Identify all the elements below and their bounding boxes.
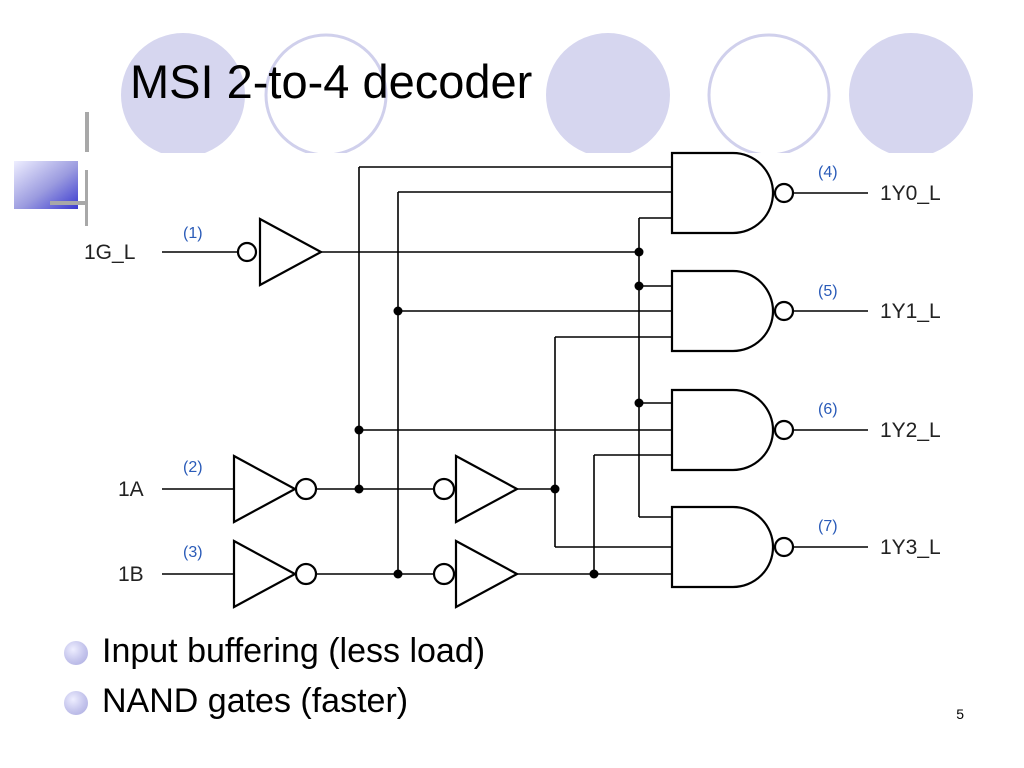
junction-dots — [354, 247, 644, 579]
inverter-1a-second — [432, 454, 520, 524]
inverter-1b-second — [432, 539, 520, 609]
output-label-y2: 1Y2_L — [880, 419, 941, 442]
output-label-y0: 1Y0_L — [880, 182, 941, 205]
pin-number-2: (2) — [183, 459, 203, 476]
bullet-list: Input buffering (less load) NAND gates (… — [62, 628, 485, 728]
junction-dot — [393, 569, 403, 579]
input-label-1a: 1A — [118, 478, 144, 501]
junction-dot — [354, 484, 364, 494]
junction-dot — [550, 484, 560, 494]
page-number: 5 — [956, 706, 964, 722]
nand-gates — [670, 151, 795, 589]
bullet-dot-icon — [64, 641, 88, 665]
junction-dot — [354, 425, 364, 435]
pin-number-7: (7) — [818, 518, 838, 535]
output-label-y1: 1Y1_L — [880, 300, 941, 323]
nand-gate-y3 — [670, 505, 795, 589]
pin-number-5: (5) — [818, 283, 838, 300]
bullet-item: Input buffering (less load) — [62, 628, 485, 678]
nand-gate-y0 — [670, 151, 795, 235]
inverter-1b-first — [232, 539, 318, 609]
nand-gate-y2 — [670, 388, 795, 472]
junction-dot — [634, 247, 644, 257]
bullet-item: NAND gates (faster) — [62, 678, 485, 728]
input-label-1b: 1B — [118, 563, 144, 586]
deco-horizontal-bar — [50, 201, 86, 205]
inverter-gates — [232, 217, 520, 609]
wires — [162, 166, 868, 575]
junction-dot — [393, 306, 403, 316]
deco-circle-outline — [707, 33, 831, 153]
output-labels: (4) 1Y0_L (5) 1Y1_L (6) 1Y2_L (7) 1Y3_L — [818, 164, 941, 559]
pin-number-4: (4) — [818, 164, 838, 181]
junction-dot — [634, 281, 644, 291]
deco-circle-filled — [546, 33, 670, 153]
pin-number-1: (1) — [183, 225, 203, 242]
slide-title: MSI 2-to-4 decoder — [130, 55, 533, 108]
bullet-dot-icon — [64, 691, 88, 715]
input-labels: 1G_L (1) 1A (2) 1B (3) — [84, 225, 203, 586]
pin-number-6: (6) — [818, 401, 838, 418]
deco-vertical-bar — [85, 112, 89, 152]
inverter-1g — [236, 217, 324, 287]
junction-dot — [589, 569, 599, 579]
inverter-1a-first — [232, 454, 318, 524]
deco-circle-filled — [121, 33, 245, 153]
deco-circle-filled — [849, 33, 973, 153]
output-label-y3: 1Y3_L — [880, 536, 941, 559]
input-label-1g: 1G_L — [84, 241, 135, 264]
pin-number-3: (3) — [183, 544, 203, 561]
bullet-text: Input buffering (less load) — [102, 632, 486, 670]
junction-dot — [634, 398, 644, 408]
deco-circle-outline — [264, 33, 388, 153]
deco-vertical-bar — [85, 170, 88, 226]
bullet-text: NAND gates (faster) — [102, 682, 409, 720]
nand-gate-y1 — [670, 269, 795, 353]
